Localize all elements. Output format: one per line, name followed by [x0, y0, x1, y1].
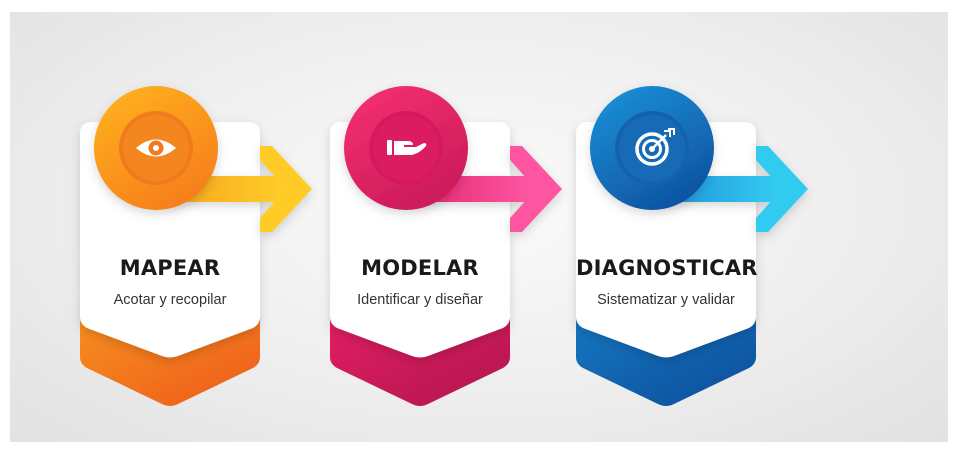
step-title: MAPEAR — [119, 256, 221, 280]
step-graphic — [576, 86, 808, 406]
step-subtitle: Acotar y recopilar — [113, 292, 227, 308]
eye-icon — [136, 139, 176, 157]
hand-icon — [387, 140, 427, 155]
step-subtitle: Identificar y diseñar — [357, 292, 483, 308]
step-graphic — [80, 86, 312, 406]
step-modelar: MODELAR Identificar y diseñar — [310, 12, 562, 442]
step-title: MODELAR — [361, 256, 479, 280]
step-subtitle: Sistematizar y validar — [597, 292, 735, 308]
step-title: DIAGNOSTICAR — [576, 256, 758, 280]
step-mapear: MAPEAR Acotar y recopilar — [60, 12, 312, 442]
target-icon — [635, 128, 675, 166]
process-diagram: MAPEAR Acotar y recopilar — [10, 12, 948, 442]
step-graphic — [330, 86, 562, 406]
step-diagnosticar: DIAGNOSTICAR Sistematizar y validar — [556, 12, 808, 442]
